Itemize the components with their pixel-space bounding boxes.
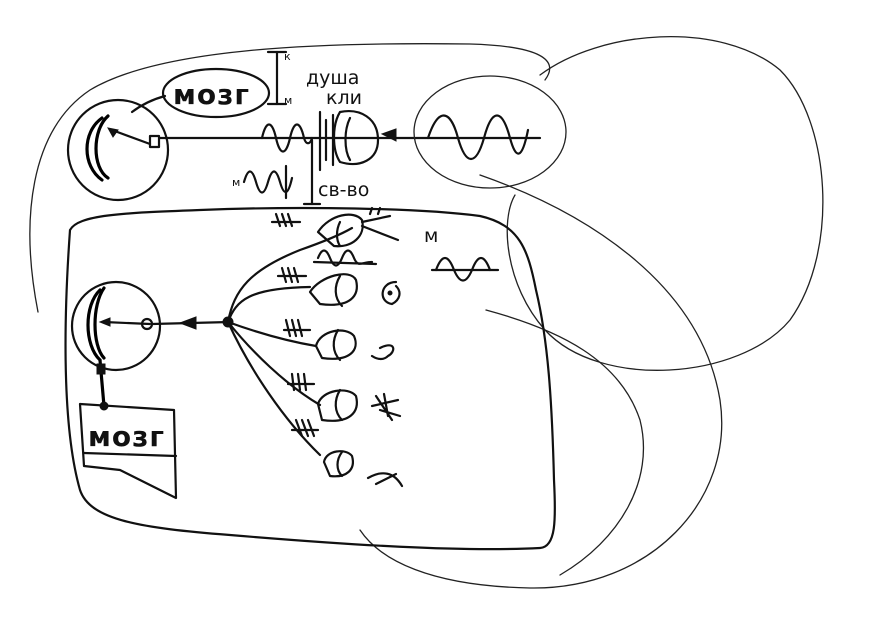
fan-line-4	[226, 320, 322, 407]
kli-label: кли	[326, 87, 362, 109]
wave-lower-left	[242, 170, 294, 194]
receptor-cup-2-inner	[334, 274, 344, 308]
receptor-cup-4	[316, 389, 358, 422]
outer-right-circle	[506, 36, 824, 371]
eye-inner-arc-top	[94, 114, 110, 180]
eye-box-top	[148, 134, 161, 149]
receptor-cup-3	[314, 329, 357, 360]
soul-label: душа	[306, 67, 359, 89]
inner-bottom-arc	[485, 309, 645, 576]
m-left-mark: м	[232, 176, 240, 189]
fan-line-5	[226, 320, 322, 457]
eye-brain-connector-node	[96, 363, 106, 375]
sv-vo-label: св-во	[318, 179, 369, 201]
sense-taste-symbol	[366, 472, 404, 488]
ray-receptor-1	[360, 206, 400, 242]
brain-eye-connector	[130, 94, 167, 114]
receptor-cups	[308, 213, 364, 478]
outer-top-loop	[29, 43, 551, 313]
k-mark: к	[284, 50, 291, 63]
brain-top-ellipse	[161, 67, 271, 119]
brain-top-label: мозг	[173, 78, 250, 111]
receptor-cup-5	[322, 450, 354, 478]
arrow-into-vessel	[380, 128, 397, 142]
sense-touch-symbol	[370, 392, 402, 422]
fan-hatching	[270, 212, 320, 438]
receptor-cup-1-inner	[335, 220, 342, 248]
sense-nose-symbol	[370, 344, 395, 361]
outer-bottom-sweep	[359, 174, 723, 589]
brain-bottom-label: мозг	[88, 420, 165, 453]
eye-inner-arc-bottom	[93, 286, 106, 360]
eye-needle-head-bottom	[98, 317, 111, 327]
fan-line-2	[226, 285, 312, 324]
light-ellipse	[413, 75, 567, 189]
receptor-cup-4-inner	[334, 388, 344, 422]
sense-ear-dot	[387, 290, 393, 296]
wave-right	[434, 256, 492, 282]
eye-circle-bottom	[70, 280, 162, 372]
eye-pupil-arc-top	[85, 116, 104, 182]
wave-axis-left	[260, 123, 314, 153]
eye-pupil-arc-bottom	[86, 288, 102, 362]
lower-enclosure	[64, 206, 556, 551]
wave-receptor-1-strike	[312, 260, 378, 266]
brain-bottom-divider	[82, 451, 178, 458]
eye-needle-head-top	[107, 127, 119, 138]
fan-line-3	[226, 320, 318, 348]
wave-light	[426, 114, 530, 160]
eye-needle-top	[110, 128, 152, 146]
receptor-cup-3-inner	[332, 328, 342, 362]
kli-vessel	[332, 110, 380, 166]
eye-circle-top	[66, 98, 170, 202]
m-mark: м	[284, 94, 292, 107]
brain-bottom-box	[78, 402, 178, 500]
receptor-cup-1	[316, 213, 364, 248]
sense-ear-symbol	[381, 280, 401, 306]
kli-vessel-inner	[344, 116, 352, 162]
receptor-cup-2	[308, 273, 358, 306]
lower-axis-arrow	[178, 316, 197, 330]
m-right-label: м	[424, 225, 438, 247]
receptor-cup-5-inner	[336, 450, 344, 478]
